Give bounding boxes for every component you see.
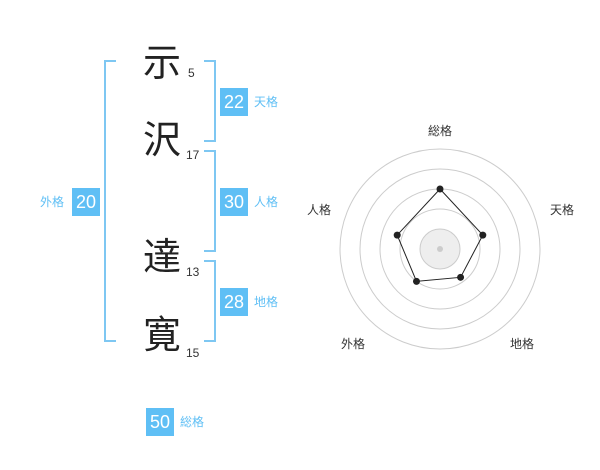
soukaku-label: 総格 xyxy=(180,415,205,429)
radar-point-1 xyxy=(479,231,487,239)
chikaku-label: 地格 xyxy=(254,295,279,309)
stroke-count-3: 13 xyxy=(186,265,200,279)
kanji-4: 寛 xyxy=(143,313,182,357)
gaikaku-label: 外格 xyxy=(40,195,65,209)
radar-point-4 xyxy=(393,231,401,239)
tenkaku-score: 22 xyxy=(220,88,248,116)
gaikaku-score: 20 xyxy=(72,188,100,216)
radar-ring xyxy=(359,168,521,330)
kanji-1: 示 xyxy=(143,41,182,85)
radar-center xyxy=(437,246,443,252)
radar-point-2 xyxy=(457,273,465,281)
tenkaku-label: 天格 xyxy=(254,95,279,109)
chikaku-score: 28 xyxy=(220,288,248,316)
radar-axis-tenkaku: 天格 xyxy=(550,203,575,217)
gaikaku-bracket xyxy=(104,60,116,342)
radar-axis-soukaku: 総格 xyxy=(428,124,453,138)
radar-axis-chikaku: 地格 xyxy=(510,337,535,351)
soukaku-score: 50 xyxy=(146,408,174,436)
jinkaku-bracket xyxy=(204,150,216,252)
jinkaku-label: 人格 xyxy=(254,195,279,209)
stroke-count-2: 17 xyxy=(186,148,200,162)
radar-ring xyxy=(339,148,541,350)
kanji-2: 沢 xyxy=(143,118,182,162)
chikaku-bracket xyxy=(204,260,216,342)
radar-point-3 xyxy=(412,277,420,285)
radar-point-0 xyxy=(436,185,444,193)
jinkaku-score: 30 xyxy=(220,188,248,216)
kanji-3: 達 xyxy=(143,235,182,279)
radar-axis-gaikaku: 外格 xyxy=(341,337,366,351)
radar-axis-jinkaku: 人格 xyxy=(307,203,332,217)
stroke-count-4: 15 xyxy=(186,346,200,360)
stroke-count-1: 5 xyxy=(188,66,195,80)
tenkaku-bracket xyxy=(204,60,216,142)
radar-ring xyxy=(399,208,481,290)
radar-polygon xyxy=(396,188,484,282)
